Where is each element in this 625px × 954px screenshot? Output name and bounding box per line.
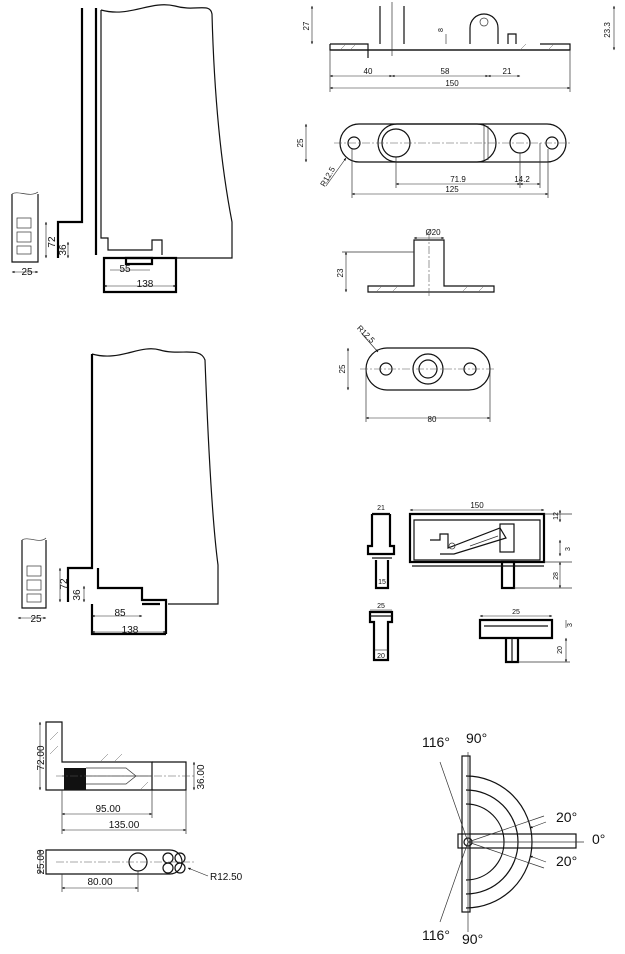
dim-set-15: 15	[378, 579, 386, 586]
angle-90-bottom: 90°	[462, 931, 483, 947]
dim-top-150: 150	[445, 79, 459, 88]
dim-cad-r12-5: R12.50	[210, 872, 243, 883]
opening-angle-diagram	[439, 752, 584, 932]
door-section-drawing-a	[11, 4, 233, 294]
dim-top-8: 8	[438, 28, 445, 32]
dim-set-3b: 3	[567, 623, 574, 627]
dim-top-40: 40	[364, 67, 373, 76]
dim-a-25: 25	[21, 267, 33, 278]
dim-cad-80: 80.00	[87, 877, 112, 888]
dim-cad-72: 72.00	[36, 745, 47, 770]
angle-116-top: 116°	[422, 734, 450, 750]
angle-0: 0°	[592, 831, 605, 847]
dim-set-21: 21	[377, 505, 385, 512]
dim-top-23-3: 23.3	[603, 22, 612, 38]
top-pivot-side-view	[310, 2, 616, 92]
dim-cad-25: 25.00	[36, 849, 47, 874]
dim-set-28: 28	[553, 572, 560, 580]
dim-set-20b: 20	[557, 646, 564, 654]
cad-bracket-views	[38, 721, 209, 892]
dim-a-36: 36	[58, 244, 69, 256]
dim-pin-dia20: Ø20	[425, 228, 441, 237]
dim-pin-80: 80	[428, 415, 437, 424]
dim-plan-r12-5: R12.5	[319, 165, 338, 188]
dim-set-20a: 20	[377, 653, 385, 660]
pin-part-plan-view	[346, 333, 496, 422]
angle-20-lower: 20°	[556, 853, 577, 869]
dim-cad-95: 95.00	[95, 804, 120, 815]
angle-116-bottom: 116°	[422, 927, 450, 943]
dim-set-150: 150	[470, 501, 484, 510]
dim-plan-25: 25	[296, 138, 305, 147]
dim-b-138: 138	[122, 625, 139, 636]
dim-a-138: 138	[137, 279, 154, 290]
dim-set-3a: 3	[565, 547, 572, 551]
dim-pin-25: 25	[338, 364, 347, 373]
dim-plan-125: 125	[445, 185, 459, 194]
door-section-drawing-b	[17, 348, 219, 636]
angle-20-upper: 20°	[556, 809, 577, 825]
dim-b-85: 85	[114, 608, 126, 619]
dim-a-55: 55	[119, 264, 131, 275]
dim-top-21: 21	[503, 67, 512, 76]
dim-pin-23: 23	[336, 268, 345, 277]
dim-top-58: 58	[441, 67, 450, 76]
dim-cad-36: 36.00	[196, 764, 207, 789]
pivot-set-views	[366, 508, 572, 664]
dim-plan-71-9: 71.9	[450, 175, 466, 184]
angle-90-top: 90°	[466, 730, 487, 746]
dim-cad-135: 135.00	[109, 820, 140, 831]
pin-part-side-view	[342, 232, 495, 298]
dim-a-72: 72	[47, 236, 58, 248]
dim-b-25: 25	[30, 614, 42, 625]
dim-b-36: 36	[72, 589, 83, 601]
dim-set-25a: 25	[377, 603, 385, 610]
dim-b-72: 72	[59, 578, 70, 590]
dim-top-27: 27	[302, 21, 311, 30]
dim-set-25b: 25	[512, 609, 520, 616]
dim-plan-14-2: 14.2	[514, 175, 530, 184]
dim-pin-r12-5: R12.5	[355, 323, 377, 345]
dim-set-12: 12	[553, 512, 560, 520]
top-pivot-plan-view	[304, 123, 572, 198]
